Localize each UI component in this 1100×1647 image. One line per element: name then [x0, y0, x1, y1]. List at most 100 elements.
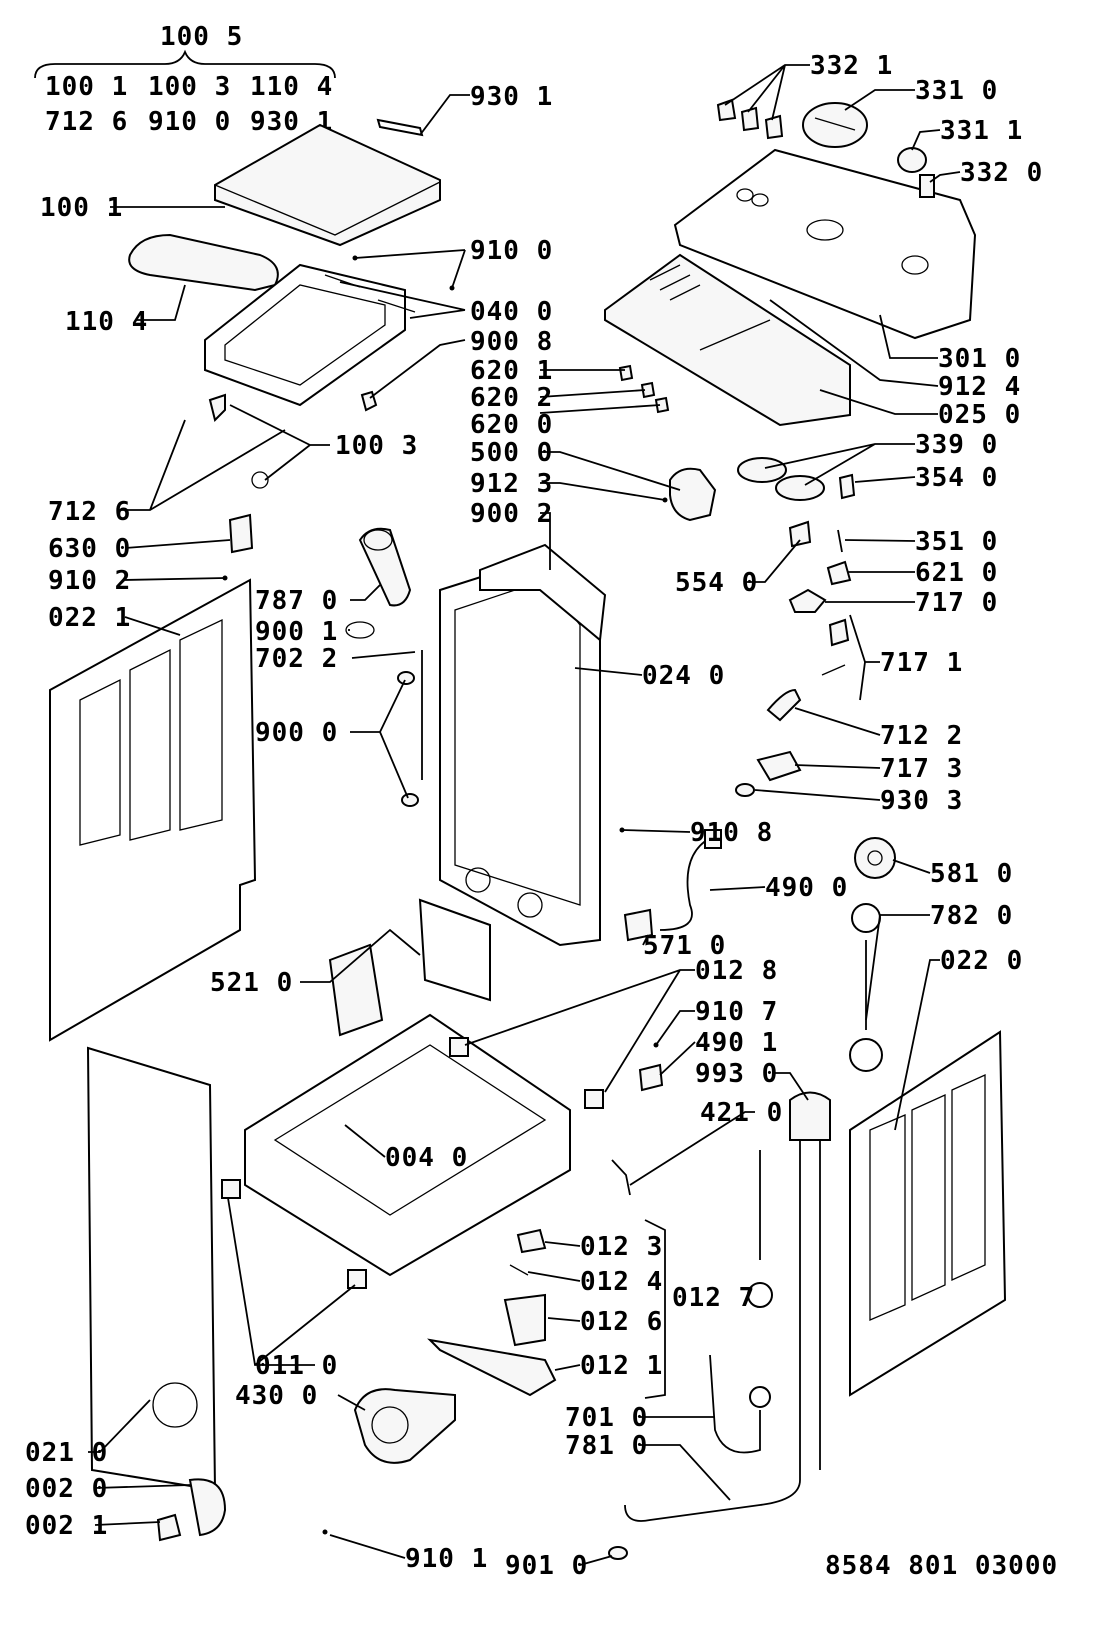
- callout-022-0: 022 0: [940, 946, 1023, 976]
- foot-011-0-b: [347, 1269, 367, 1289]
- kit-part-1: 100 1: [45, 72, 128, 102]
- callout-701-0: 701 0: [565, 1403, 648, 1433]
- base-frame-004-0: [244, 1013, 571, 1277]
- callout-labels: 930 1 100 1 110 4 910 0 040 0 900 8 100 …: [25, 51, 1043, 1581]
- handle-cover-110-4: [128, 233, 279, 292]
- callout-620-1: 620 1: [470, 356, 553, 386]
- holder-012-6: [503, 1293, 546, 1347]
- part-717-3: [756, 750, 802, 782]
- callout-430-0: 430 0: [235, 1381, 318, 1411]
- control-panel-301-0: [673, 148, 977, 340]
- knob-332-1-b: [740, 106, 760, 132]
- part-012-3: [516, 1228, 547, 1254]
- side-panel-022-1: [49, 578, 257, 1042]
- callout-332-1: 332 1: [810, 51, 893, 81]
- part-901-0: [608, 1546, 628, 1560]
- side-panel-022-0: [849, 1030, 1007, 1397]
- callout-040-0: 040 0: [470, 297, 553, 327]
- callout-331-0: 331 0: [915, 76, 998, 106]
- callout-910-1: 910 1: [405, 1544, 488, 1574]
- foot-012-8-a: [449, 1037, 469, 1057]
- knob-331-1: [897, 147, 927, 173]
- kit-part-5: 910 0: [148, 107, 231, 137]
- drawing-number: 8584 801 03000: [825, 1551, 1058, 1581]
- foot-012-8-b: [584, 1089, 604, 1109]
- electronics-025-0: [604, 253, 851, 427]
- callout-332-0: 332 0: [960, 158, 1043, 188]
- block-490-1: [638, 1063, 664, 1092]
- callout-717-0: 717 0: [915, 588, 998, 618]
- callout-717-1: 717 1: [880, 648, 963, 678]
- callout-301-0: 301 0: [938, 344, 1021, 374]
- pin-012-4: [509, 1264, 529, 1276]
- front-panel-021-0: [86, 1046, 217, 1492]
- clip-002-1: [156, 1513, 182, 1542]
- callout-912-3: 912 3: [470, 469, 553, 499]
- callout-012-6: 012 6: [580, 1307, 663, 1337]
- side-panel-left-ribs: [79, 618, 223, 846]
- pump-430-0: [353, 1388, 456, 1464]
- panel-knob-hole-2: [751, 193, 769, 207]
- callout-354-0: 354 0: [915, 463, 998, 493]
- foot-011-0-a: [221, 1179, 241, 1199]
- cable-490-0: [659, 837, 711, 931]
- callout-554-0: 554 0: [675, 568, 758, 598]
- callout-012-8: 012 8: [695, 956, 778, 986]
- hatch-cover-002-0: [188, 1478, 227, 1537]
- part-621-0: [826, 560, 852, 586]
- cable-plug: [704, 829, 722, 849]
- electronics-details: [649, 264, 771, 351]
- spring-332-0: [919, 174, 935, 198]
- callout-025-0: 025 0: [938, 400, 1021, 430]
- part-717-0: [788, 588, 827, 613]
- callout-002-0: 002 0: [25, 1474, 108, 1504]
- ring-930-3: [735, 783, 755, 797]
- kit-group-header: 100 5 100 1 100 3 110 4 712 6 910 0 930 …: [34, 22, 336, 137]
- callout-630-0: 630 0: [48, 534, 131, 564]
- callout-900-2: 900 2: [470, 499, 553, 529]
- callout-012-1: 012 1: [580, 1351, 663, 1381]
- box-cover-521-0: [418, 898, 491, 1002]
- callout-500-0: 500 0: [470, 438, 553, 468]
- callout-024-0: 024 0: [642, 661, 725, 691]
- kit-group-brace: [34, 49, 336, 79]
- callout-011-0: 011 0: [255, 1351, 338, 1381]
- callout-910-0: 910 0: [470, 236, 553, 266]
- valve-571-0: [623, 908, 654, 942]
- callout-571-0: 571 0: [643, 931, 726, 961]
- callout-521-0: 521 0: [210, 968, 293, 998]
- callout-712-2: 712 2: [880, 721, 963, 751]
- lever-012-1: [427, 1338, 557, 1397]
- callout-717-3: 717 3: [880, 754, 963, 784]
- hose-guide-993-0: [789, 1091, 831, 1141]
- callout-110-4: 110 4: [65, 307, 148, 337]
- part-717-1-b: [821, 664, 846, 676]
- kit-part-4: 712 6: [45, 107, 128, 137]
- part-354-0: [838, 473, 856, 500]
- callout-012-4: 012 4: [580, 1267, 663, 1297]
- panel-dial-hole: [806, 219, 844, 241]
- washer-782-0-a: [851, 903, 881, 933]
- callout-012-3: 012 3: [580, 1232, 663, 1262]
- hinge-712-6: [208, 393, 226, 422]
- callout-620-2: 620 2: [470, 383, 553, 413]
- part-620-2: [640, 381, 656, 399]
- pulley-581-0: [854, 837, 896, 879]
- washer-782-0-b: [849, 1038, 883, 1072]
- kit-group-label: 100 5: [160, 22, 243, 52]
- bellows-end: [363, 529, 393, 551]
- part-554-0: [788, 520, 812, 548]
- callout-910-7: 910 7: [695, 997, 778, 1027]
- callout-900-8: 900 8: [470, 327, 553, 357]
- inlet-hose-end: [749, 1386, 771, 1408]
- callout-787-0: 787 0: [255, 586, 338, 616]
- block-630-0: [228, 513, 254, 554]
- callout-781-0: 781 0: [565, 1431, 648, 1461]
- callout-100-1: 100 1: [40, 193, 123, 223]
- part-712-2: [766, 688, 802, 722]
- part-620-0: [654, 396, 670, 414]
- callout-022-1: 022 1: [48, 603, 131, 633]
- back-frame-hole-b: [517, 892, 543, 918]
- kit-part-2: 100 3: [148, 72, 231, 102]
- dial-pointer: [814, 117, 856, 131]
